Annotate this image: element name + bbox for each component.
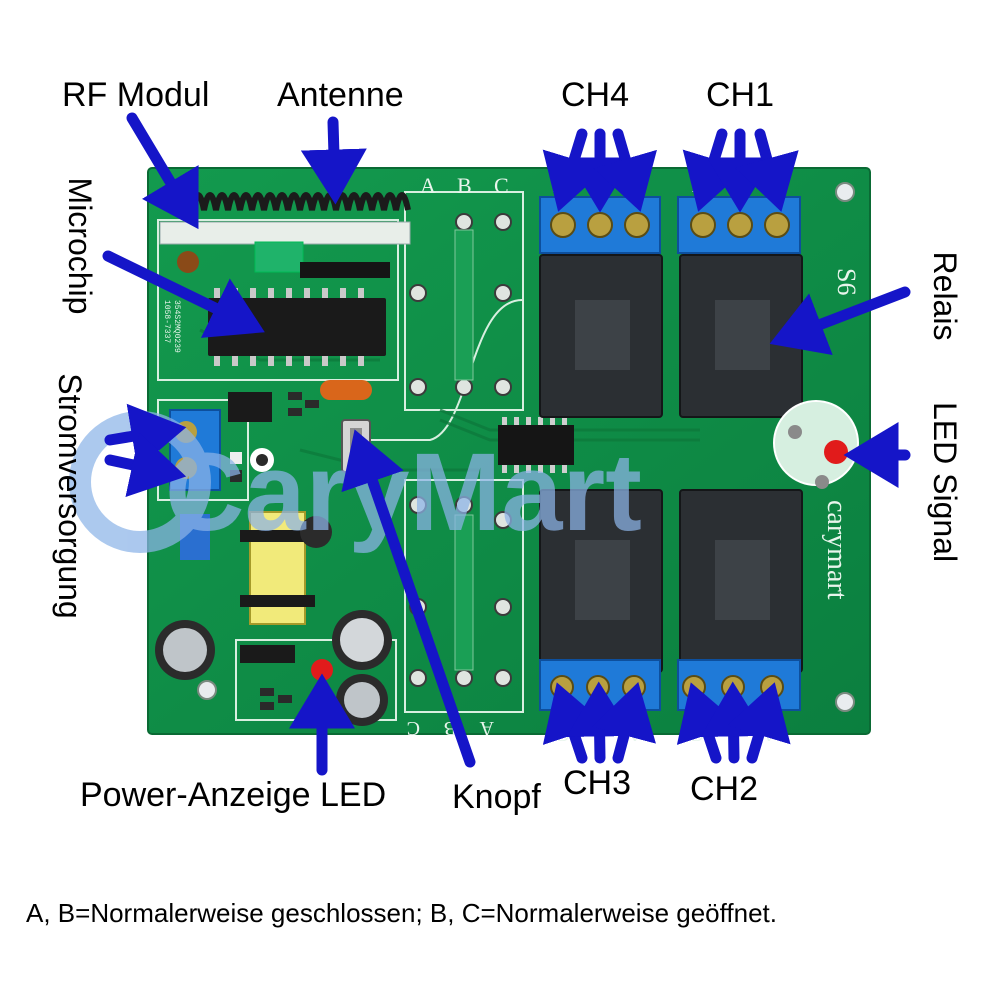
orange-capacitor: [320, 380, 372, 400]
board-model: S6: [832, 268, 861, 295]
diode-pad-center: [256, 454, 268, 466]
silk-abc-top-left: A B C: [420, 173, 509, 198]
svg-text:B: B: [457, 173, 472, 198]
board-brand-print: carymart: [821, 500, 852, 600]
rf-module: [159, 221, 411, 245]
antenna-coil: [177, 192, 411, 211]
relay-highlights: [575, 300, 770, 620]
signal-pad-2: [815, 475, 829, 489]
rf-inductor: [254, 241, 304, 273]
chip-text-1: 354S2MQ0239: [172, 300, 181, 353]
header-pins: [300, 262, 390, 278]
power-led: [311, 659, 333, 681]
relays: [539, 254, 803, 673]
transformer-core: [240, 530, 315, 542]
svg-text:A: A: [420, 173, 436, 198]
arrow-relais: [769, 286, 911, 356]
signal-led-area: [773, 400, 859, 486]
arrow-rf-modul: [126, 112, 199, 230]
signal-led: [824, 440, 848, 464]
arrow-strom-2: [104, 432, 187, 498]
arrow-ch2-b: [700, 681, 767, 764]
smd-parts: [230, 392, 319, 482]
arrow-ch3-b: [566, 681, 633, 764]
middle-ic: [498, 417, 574, 473]
label-antenne: Antenne: [277, 76, 404, 114]
label-microchip: Microchip: [62, 177, 98, 315]
arrow-ch2-c: [727, 682, 791, 764]
svg-text:CaryMart: CaryMart: [165, 431, 642, 554]
arrow-ch4-c: [593, 128, 657, 212]
coil: [177, 251, 199, 273]
arrow-ch3-c: [592, 682, 656, 764]
footer-note: A, B=Normalerweise geschlossen; B, C=Nor…: [26, 898, 777, 928]
label-led-signal: LED Signal: [927, 402, 963, 563]
pads: [409, 213, 512, 687]
small-ic: [228, 392, 272, 422]
svg-text:C: C: [494, 173, 509, 198]
label-ch4: CH4: [561, 76, 630, 114]
svg-text:A: A: [479, 717, 494, 739]
black-component: [240, 645, 295, 663]
callout-arrows: [102, 112, 911, 776]
transformer-core-2: [240, 595, 315, 607]
label-relais: Relais: [927, 251, 963, 341]
label-knopf: Knopf: [452, 778, 541, 816]
trace-strips: [454, 229, 474, 671]
arrow-antenne: [300, 116, 367, 205]
microchip: [208, 288, 386, 366]
label-rf-modul: RF Modul: [62, 76, 210, 114]
svg-text:C: C: [407, 717, 420, 739]
arrow-microchip: [102, 250, 265, 338]
label-ch3: CH3: [563, 764, 632, 802]
arrow-ch1-c: [734, 128, 799, 212]
label-ch1: CH1: [706, 76, 775, 114]
capacitors: [155, 516, 392, 726]
label-power-led: Power-Anzeige LED: [80, 776, 387, 814]
arrow-knopf: [341, 429, 476, 768]
signal-pad: [788, 425, 802, 439]
label-stromversorgung: Stromversorgung: [52, 373, 88, 619]
smd-power: [260, 688, 292, 710]
label-ch2: CH2: [690, 770, 759, 808]
chip-text-2: 1058-7337: [162, 300, 171, 343]
